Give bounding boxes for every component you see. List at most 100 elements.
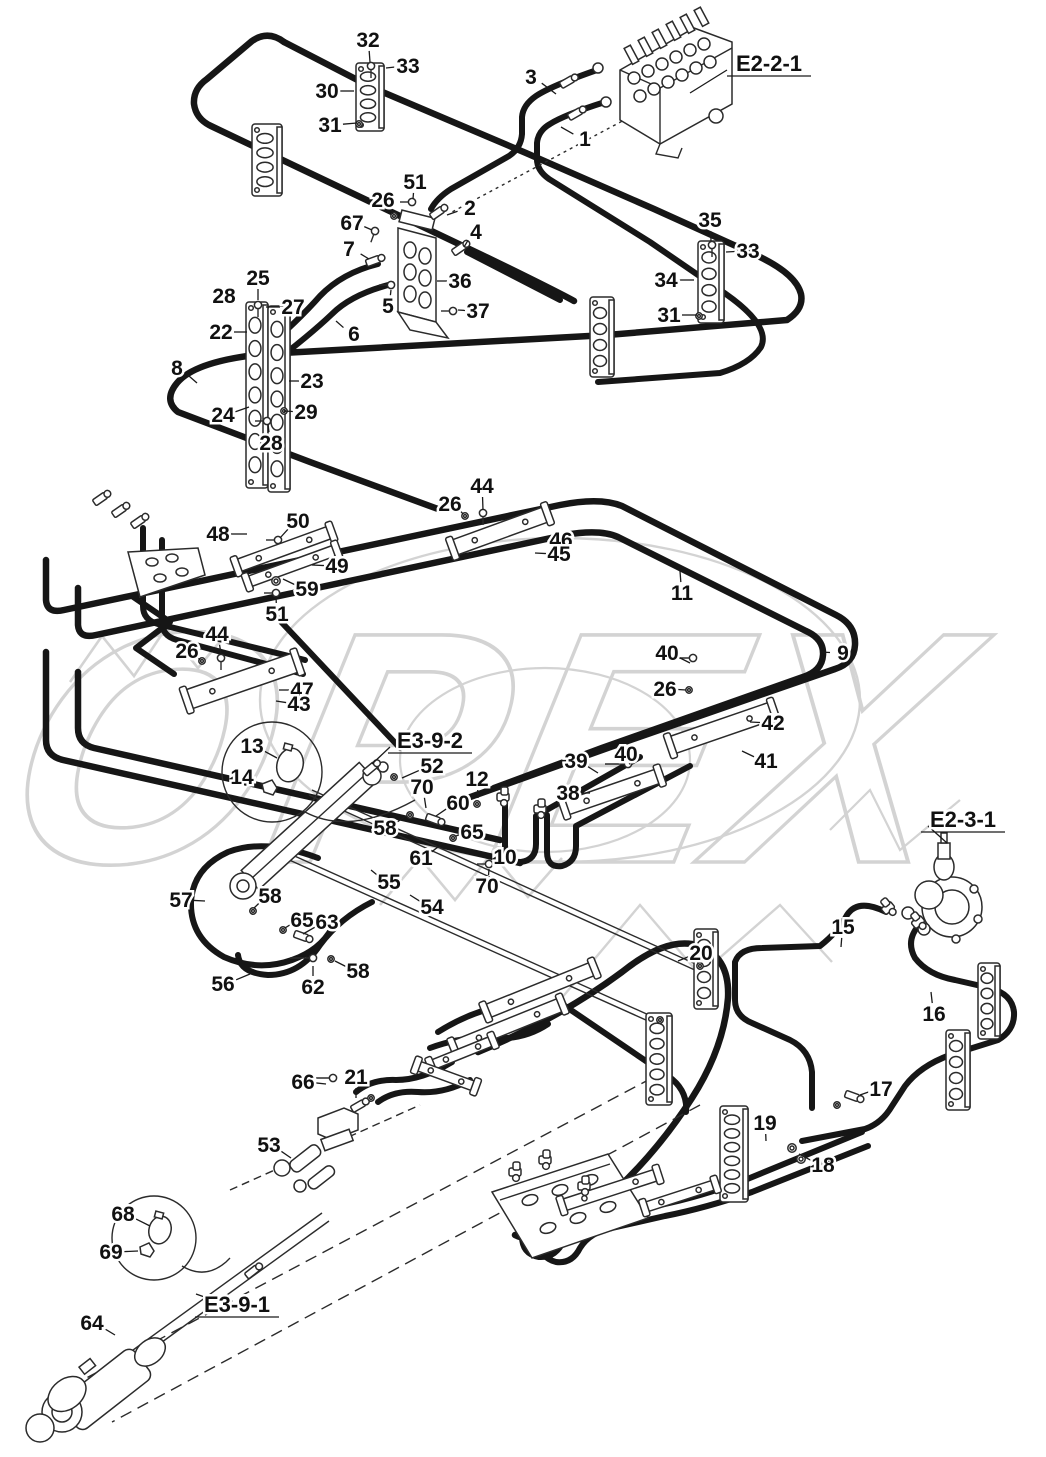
hardware-n bbox=[249, 907, 257, 915]
hardware-B bbox=[290, 953, 318, 963]
hardware-f bbox=[424, 812, 446, 827]
callout-number: 18 bbox=[811, 1154, 835, 1177]
callout-leader bbox=[409, 894, 421, 903]
hardware-n bbox=[367, 1094, 375, 1102]
callout-number: 40 bbox=[614, 743, 637, 766]
callout-leader bbox=[193, 899, 206, 902]
callout-number: 40 bbox=[655, 642, 678, 665]
callout-number: 49 bbox=[325, 555, 348, 578]
detail-bubble-13-14 bbox=[221, 721, 416, 823]
hardware-n bbox=[473, 800, 481, 808]
callout-number: 48 bbox=[206, 523, 230, 546]
callout-number: 59 bbox=[295, 578, 318, 601]
hardware-f bbox=[92, 489, 112, 507]
callout-leader bbox=[560, 126, 574, 135]
callout-leader bbox=[678, 656, 691, 664]
clamp-bar bbox=[444, 501, 556, 561]
callout-number: 38 bbox=[556, 782, 580, 805]
hardware-e bbox=[910, 911, 927, 931]
assembly-label: E3-9-1 bbox=[204, 1292, 270, 1317]
rod-pins-and-block bbox=[273, 1107, 359, 1193]
callout-number: 31 bbox=[657, 304, 681, 327]
hardware-e bbox=[533, 798, 547, 820]
clamp-strip bbox=[977, 962, 1001, 1040]
callout-leader bbox=[749, 721, 761, 724]
callout-leader bbox=[435, 808, 448, 817]
callout-leader bbox=[253, 780, 263, 787]
callout-number: 22 bbox=[209, 321, 232, 344]
clamp-bar bbox=[409, 1055, 483, 1097]
callout-leader bbox=[446, 210, 458, 216]
callout-number: 45 bbox=[547, 543, 571, 566]
callout-number: 26 bbox=[371, 189, 394, 212]
callout-number: 28 bbox=[212, 285, 236, 308]
hardware-f bbox=[130, 512, 150, 530]
callout-number: 30 bbox=[315, 80, 338, 103]
callout-number: 26 bbox=[438, 493, 461, 516]
hardware-b bbox=[379, 280, 396, 290]
clamp-bar bbox=[662, 696, 782, 760]
callout-leader bbox=[279, 528, 290, 539]
hardware-n bbox=[327, 955, 335, 963]
callout-number: 51 bbox=[265, 603, 289, 626]
callout-number: 32 bbox=[356, 29, 379, 52]
callout-number: 8 bbox=[171, 357, 183, 380]
callout-number: 62 bbox=[301, 976, 324, 999]
hardware-n bbox=[198, 657, 206, 665]
assembly-label: E3-9-2 bbox=[397, 728, 463, 753]
callout-leader bbox=[275, 700, 287, 704]
callout-number: 26 bbox=[175, 640, 198, 663]
callout-leader bbox=[234, 973, 251, 981]
hardware-e bbox=[880, 897, 897, 917]
callout-leader bbox=[282, 578, 296, 586]
callout-leader bbox=[123, 1250, 139, 1253]
callout-leader bbox=[536, 539, 549, 542]
callout-number: 14 bbox=[230, 766, 254, 789]
hardware-w bbox=[787, 1143, 797, 1153]
callout-number: 64 bbox=[80, 1312, 104, 1335]
callout-leader bbox=[315, 1082, 327, 1085]
callout-number: 2 bbox=[464, 197, 476, 220]
callout-leader bbox=[134, 1217, 151, 1227]
hardware-f bbox=[566, 105, 587, 121]
callout-number: 53 bbox=[257, 1134, 280, 1157]
callout-leader bbox=[725, 250, 736, 253]
callout-number: 10 bbox=[493, 846, 516, 869]
small-hardware bbox=[92, 61, 927, 1280]
callout-leader bbox=[798, 1153, 812, 1161]
callout-number: 34 bbox=[654, 269, 678, 292]
callout-number: 4 bbox=[470, 221, 482, 244]
callout-number: 70 bbox=[410, 776, 433, 799]
hardware-B bbox=[310, 1073, 338, 1083]
callout-number: 19 bbox=[753, 1112, 776, 1135]
assembly-label: E2-3-1 bbox=[930, 807, 996, 832]
callout-number: 41 bbox=[754, 750, 778, 773]
hardware-w bbox=[271, 576, 281, 586]
callout-leader bbox=[364, 226, 373, 231]
hardware-n bbox=[449, 834, 457, 842]
hardware-f bbox=[362, 759, 382, 777]
callout-leader bbox=[679, 570, 682, 583]
callout-number: 54 bbox=[420, 896, 444, 919]
callout-leader bbox=[267, 423, 270, 433]
callout-number: 70 bbox=[475, 875, 498, 898]
hardware-n bbox=[279, 926, 287, 934]
assembly-label-leader bbox=[195, 1293, 214, 1301]
callout-number: 50 bbox=[286, 510, 309, 533]
callout-leader bbox=[335, 320, 344, 329]
callout-number: 47 bbox=[290, 679, 313, 702]
callout-number: 58 bbox=[258, 885, 282, 908]
callout-leader bbox=[302, 926, 316, 935]
hardware-n bbox=[656, 1016, 664, 1024]
hardware-w bbox=[796, 1154, 806, 1164]
callout-number: 65 bbox=[290, 909, 314, 932]
clamp-bar bbox=[478, 956, 602, 1024]
callout-number: 44 bbox=[205, 623, 229, 646]
callout-number: 12 bbox=[465, 768, 488, 791]
callout-number: 33 bbox=[736, 240, 759, 263]
callout-number: 33 bbox=[396, 55, 419, 78]
callout-number: 66 bbox=[291, 1071, 314, 1094]
hardware-n bbox=[685, 686, 693, 694]
